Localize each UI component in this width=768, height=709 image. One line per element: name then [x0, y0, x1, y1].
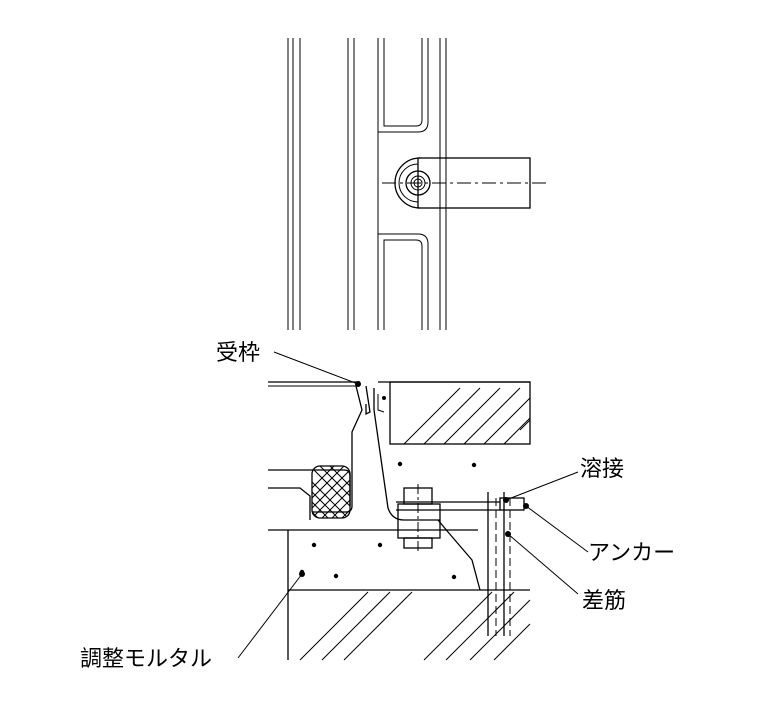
bracket-bolt — [382, 157, 548, 209]
label-anchor: アンカー — [588, 541, 675, 566]
leader-lines — [237, 351, 589, 659]
label-yousetsu: 溶接 — [580, 457, 624, 482]
anchor-bolt-assembly — [396, 484, 525, 636]
slab — [268, 381, 531, 661]
backup-material — [268, 465, 351, 520]
window-frame — [287, 38, 447, 330]
concrete-dots — [299, 396, 477, 580]
label-chousei-mortar: 調整モルタル — [80, 647, 212, 672]
label-sasekin: 差筋 — [582, 589, 626, 614]
label-uke-waku: 受枠 — [216, 341, 260, 366]
